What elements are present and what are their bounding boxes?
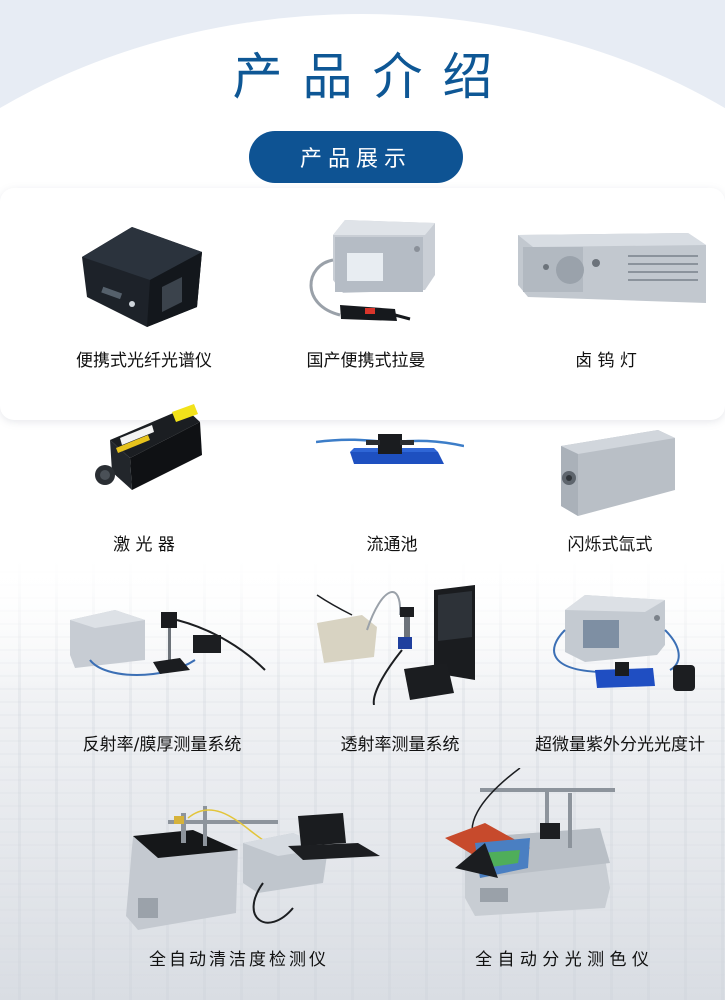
product-label: 反射率/膜厚测量系统: [82, 735, 242, 755]
product-label: 全 自 动 分 光 测 色 仪: [475, 950, 649, 970]
transmittance-system-image: [312, 585, 477, 705]
product-showcase-button[interactable]: 产品展示: [249, 131, 463, 183]
auto-spectrophotometric-colorimeter-image: [420, 768, 615, 918]
product-label: 卤 钨 灯: [575, 351, 637, 371]
portable-fiber-spectrometer-image: [62, 212, 220, 332]
page-title: 产品介绍: [232, 48, 513, 106]
product-label: 激 光 器: [113, 535, 175, 555]
product-label: 全自动清洁度检测仪: [149, 950, 329, 970]
product-label: 流通池: [366, 535, 418, 555]
product-label: 透射率测量系统: [340, 735, 460, 755]
product-label: 便携式光纤光谱仪: [76, 351, 212, 371]
product-label: 闪烁式氙式: [567, 535, 653, 555]
auto-cleanliness-detector-image: [118, 798, 380, 930]
laser-image: [90, 400, 210, 492]
product-label: 国产便携式拉曼: [306, 351, 426, 371]
flow-cell-image: [316, 420, 464, 470]
halogen-tungsten-lamp-image: [508, 225, 708, 310]
product-label: 超微量紫外分光光度计: [535, 735, 705, 755]
micro-uv-spectrophotometer-image: [545, 590, 705, 695]
flash-xenon-lamp-image: [553, 428, 675, 518]
portable-raman-image: [285, 205, 445, 340]
reflectance-film-thickness-system-image: [65, 600, 270, 685]
